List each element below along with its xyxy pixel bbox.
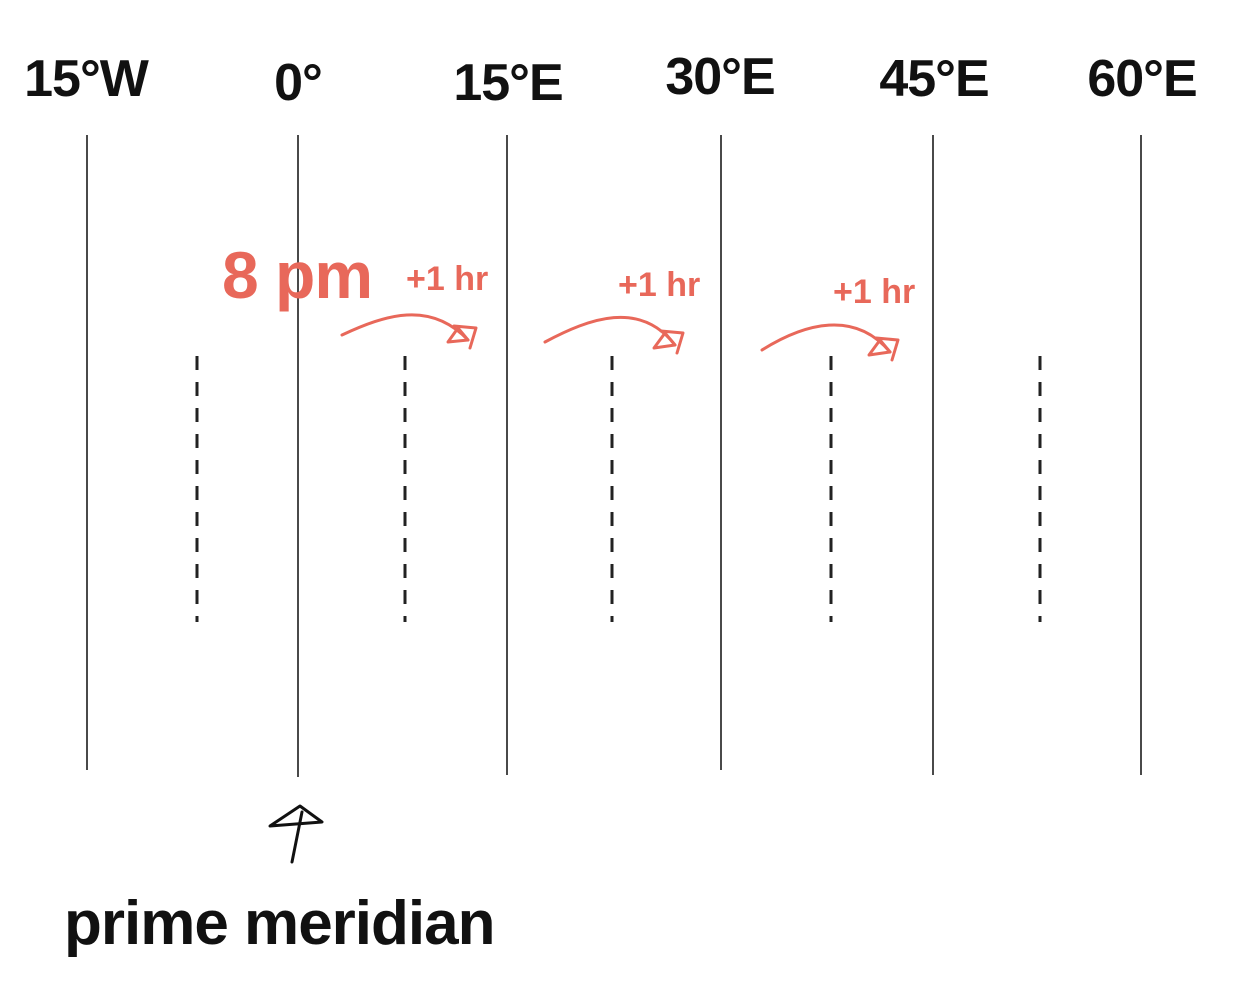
hop-offset-label: +1 hr <box>406 260 488 298</box>
prime-meridian-caption: prime meridian <box>64 889 494 958</box>
start-time-label: 8 pm <box>222 238 372 312</box>
meridian-label-30e: 30°E <box>665 48 774 106</box>
hop-offset-label: +1 hr <box>833 273 915 311</box>
hop-arrow-icon <box>340 313 478 350</box>
hop-arrow-icon <box>543 315 685 355</box>
hop-arrow-icon <box>760 323 900 362</box>
meridian-label-15w: 15°W <box>24 50 150 108</box>
meridian-label-15e: 15°E <box>453 54 562 112</box>
hop-offset-label: +1 hr <box>618 266 700 304</box>
meridian-label-45e: 45°E <box>879 50 988 108</box>
meridian-label-60e: 60°E <box>1087 50 1196 108</box>
prime-meridian-pointer-icon <box>268 804 324 864</box>
meridian-label-0: 0° <box>274 54 322 112</box>
